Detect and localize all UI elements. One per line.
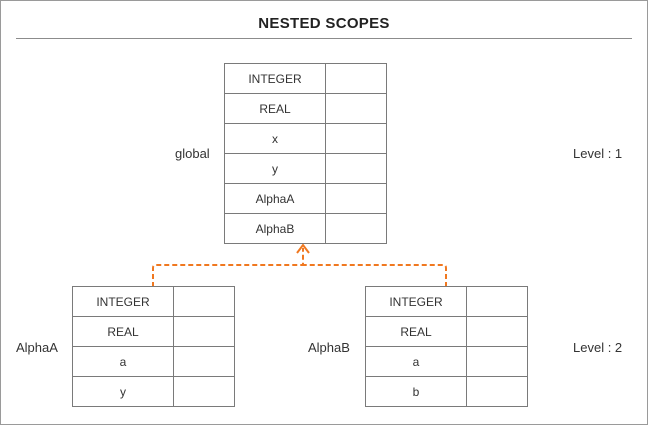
symbol-value [325,153,387,184]
symbol-value [325,183,387,214]
symbol-name: y [224,153,326,184]
symbol-value [466,316,528,347]
symbol-name: REAL [224,93,326,124]
title-divider [16,38,632,39]
symbol-name: REAL [72,316,174,347]
symbol-value [325,93,387,124]
scope-link-alphaA [152,248,304,287]
scope-link-alphaB [303,264,447,287]
table-row: REAL [365,316,528,347]
table-row: INTEGER [365,286,528,317]
symbol-name: x [224,123,326,154]
table-row: y [72,376,235,407]
symbol-value [466,376,528,407]
symbol-value [325,213,387,244]
table-row: AlphaB [224,213,387,244]
table-row: y [224,153,387,184]
table-row: INTEGER [72,286,235,317]
global-scope-label: global [175,146,210,161]
symbol-name: b [365,376,467,407]
alphaB-scope-label: AlphaB [308,340,350,355]
symbol-name: y [72,376,174,407]
symbol-value [466,346,528,377]
symbol-value [325,63,387,94]
table-row: INTEGER [224,63,387,94]
level-2-label: Level : 2 [573,340,623,355]
diagram-title: NESTED SCOPES [258,15,390,32]
table-row: a [72,346,235,377]
symbol-name: INTEGER [72,286,174,317]
table-row: x [224,123,387,154]
symbol-value [466,286,528,317]
scope-arrow-head [296,243,310,254]
symbol-name: REAL [365,316,467,347]
level-1-label: Level : 1 [573,146,623,161]
symbol-value [173,316,235,347]
symbol-name: AlphaB [224,213,326,244]
table-row: AlphaA [224,183,387,214]
symbol-name: INTEGER [365,286,467,317]
alphaA-scope-label: AlphaA [16,340,58,355]
symbol-value [173,376,235,407]
symbol-name: a [365,346,467,377]
symbol-name: INTEGER [224,63,326,94]
symbol-value [173,346,235,377]
alphaB-symbol-table: INTEGER REAL a b [365,286,528,407]
alphaA-symbol-table: INTEGER REAL a y [72,286,235,407]
table-row: REAL [72,316,235,347]
table-row: REAL [224,93,387,124]
symbol-value [325,123,387,154]
table-row: a [365,346,528,377]
symbol-value [173,286,235,317]
symbol-name: AlphaA [224,183,326,214]
global-symbol-table: INTEGER REAL x y AlphaA AlphaB [224,63,387,244]
symbol-name: a [72,346,174,377]
table-row: b [365,376,528,407]
